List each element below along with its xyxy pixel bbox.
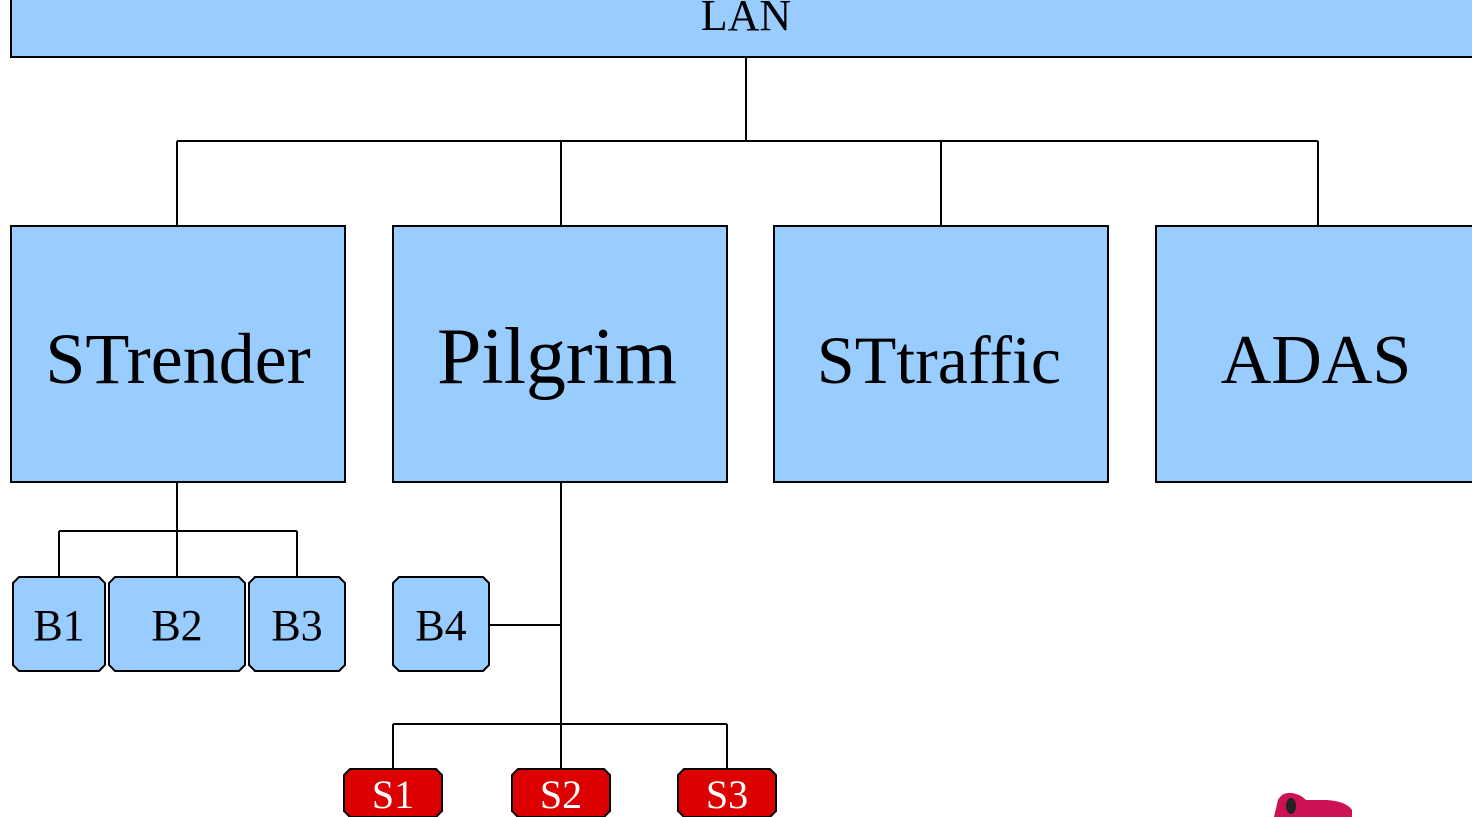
b3-shape: [248, 576, 346, 672]
adas-box: [1155, 225, 1472, 483]
box-b4: B4: [392, 576, 490, 672]
logo-shape: [1274, 792, 1352, 817]
lan-connectors: [176, 57, 1319, 226]
shoe-logo-icon: [1274, 792, 1352, 817]
b3-label: B3: [271, 601, 322, 650]
box-b3: B3: [248, 576, 346, 672]
b4-shape: [392, 576, 490, 672]
s2-shape: [511, 768, 611, 817]
b4-label: B4: [415, 601, 466, 650]
module-sttraffic: STtraffic: [773, 225, 1109, 483]
strender-subtree-connectors: [58, 482, 298, 577]
sttraffic-label: STtraffic: [817, 322, 1061, 398]
sttraffic-box: [773, 225, 1109, 483]
sensor-s2: S2: [511, 768, 611, 817]
s2-label: S2: [540, 772, 582, 817]
strender-label: STrender: [45, 319, 310, 399]
pilgrim-box: [392, 225, 728, 483]
b2-label: B2: [151, 601, 202, 650]
module-adas: ADAS: [1155, 225, 1472, 483]
pilgrim-subtree-connectors: [392, 482, 728, 769]
sensor-s3: S3: [677, 768, 777, 817]
s1-shape: [343, 768, 443, 817]
lan-label: LAN: [701, 0, 791, 40]
adas-label: ADAS: [1221, 322, 1412, 399]
module-pilgrim: Pilgrim: [392, 225, 728, 483]
lan-bus: LAN: [10, 0, 1472, 58]
b1-shape: [12, 576, 106, 672]
module-strender: STrender: [10, 225, 346, 483]
sensor-s1: S1: [343, 768, 443, 817]
lan-bar: [10, 0, 1472, 58]
s3-shape: [677, 768, 777, 817]
s1-label: S1: [372, 772, 414, 817]
logo-dot: [1286, 798, 1296, 814]
b1-label: B1: [33, 601, 84, 650]
box-b2: B2: [108, 576, 246, 672]
pilgrim-label: Pilgrim: [437, 313, 677, 401]
s3-label: S3: [706, 772, 748, 817]
box-b1: B1: [12, 576, 106, 672]
b2-shape: [108, 576, 246, 672]
